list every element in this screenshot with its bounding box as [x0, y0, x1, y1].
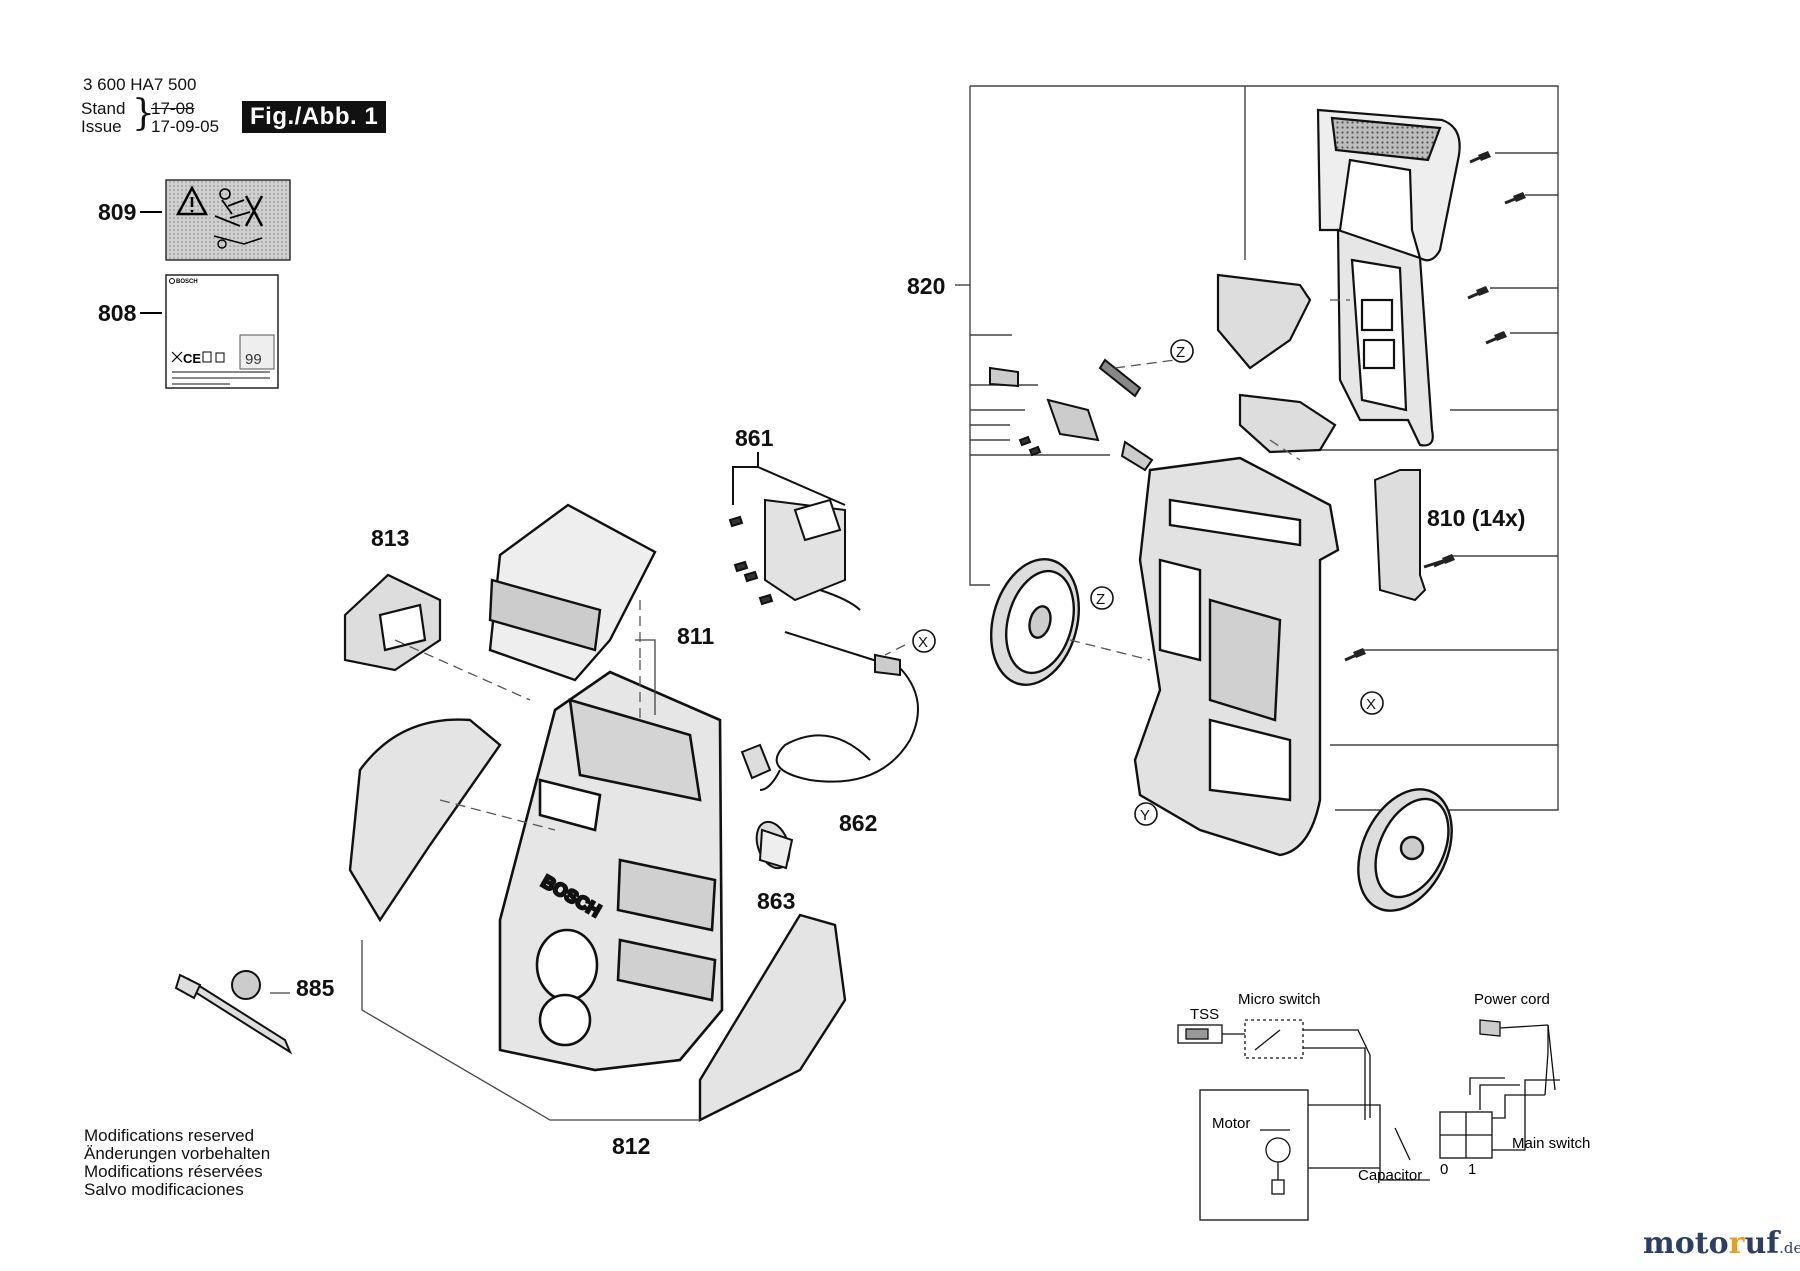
svg-text:Z: Z	[1096, 591, 1105, 608]
svg-text:X: X	[1366, 696, 1376, 713]
svg-text:BOSCH: BOSCH	[176, 279, 198, 285]
wiring-capacitor-label: Capacitor	[1358, 1167, 1422, 1184]
part-861-label: 861	[735, 425, 774, 451]
watermark-logo: motoruf.de	[1643, 1226, 1800, 1261]
part-811-label: 811	[677, 623, 715, 649]
rating-plate-808: BOSCH CE 99	[165, 274, 279, 389]
hose-clip-parts	[1216, 273, 1337, 454]
wiring-motor-label: Motor	[1212, 1115, 1250, 1132]
lance-885	[174, 970, 293, 1055]
main-frame	[1133, 456, 1340, 857]
wheel-right	[1357, 788, 1453, 912]
part-820-label: 820	[907, 273, 946, 299]
power-cord-862	[740, 631, 919, 791]
document-number: 3 600 HA7 500	[83, 75, 197, 94]
marker-z-2: Z	[1090, 586, 1114, 610]
part-810-label: 810 (14x)	[1427, 505, 1526, 531]
electronic-box-861	[728, 452, 861, 611]
part-812-label: 812	[612, 1133, 651, 1159]
part-813	[343, 573, 442, 672]
svg-text:Z: Z	[1176, 344, 1185, 361]
wiring-tss-label: TSS	[1190, 1006, 1219, 1023]
svg-text:X: X	[918, 634, 928, 651]
svg-text:99: 99	[245, 351, 262, 368]
housing-body: BOSCH	[498, 670, 724, 1072]
figure-badge: Fig./Abb. 1	[242, 101, 387, 133]
top-cover-811	[488, 503, 657, 682]
note-line: Änderungen vorbehalten	[84, 1144, 271, 1163]
wiring-micro-switch-label: Micro switch	[1238, 991, 1321, 1008]
part-813-label: 813	[371, 525, 410, 551]
note-line: Modifications réservées	[84, 1162, 263, 1181]
note-line: Modifications reserved	[84, 1126, 255, 1145]
latch-parts	[989, 358, 1154, 472]
stand-date-struck: 17-08	[151, 99, 195, 118]
marker-x-2: X	[1360, 691, 1384, 715]
note-line: Salvo modificaciones	[84, 1180, 244, 1199]
modifications-notes: Modifications reserved Änderungen vorbeh…	[84, 1127, 270, 1199]
clip-810	[1373, 469, 1453, 602]
part-885-label: 885	[296, 975, 335, 1001]
wiring-main-switch-label: Main switch	[1512, 1135, 1590, 1152]
warning-label-809	[165, 179, 291, 261]
wiring-pos-1: 1	[1468, 1161, 1476, 1178]
dashed-leaders	[394, 299, 1350, 831]
svg-text:CE: CE	[183, 351, 201, 366]
knob-863	[755, 820, 794, 870]
solid-leaders	[270, 639, 700, 1121]
handle-assembly	[1316, 108, 1461, 447]
issue-label: Issue	[81, 117, 122, 136]
wiring-diagram	[1177, 1019, 1560, 1221]
wiring-pos-0: 0	[1440, 1161, 1448, 1178]
part-808-label: 808	[98, 300, 137, 326]
svg-text:Y: Y	[1140, 807, 1150, 824]
issue-date: 17-09-05	[151, 117, 220, 136]
wiring-power-cord-label: Power cord	[1474, 991, 1550, 1008]
wheel-left	[989, 558, 1081, 686]
part-863-label: 863	[757, 888, 796, 914]
brace-icon: }	[132, 93, 155, 134]
stand-label: Stand	[81, 99, 126, 118]
marker-y: Y	[1134, 802, 1158, 826]
marker-z-1: Z	[1170, 339, 1194, 363]
part-809-label: 809	[98, 199, 137, 225]
part-862-label: 862	[839, 810, 878, 836]
marker-x-1: X	[912, 629, 936, 653]
